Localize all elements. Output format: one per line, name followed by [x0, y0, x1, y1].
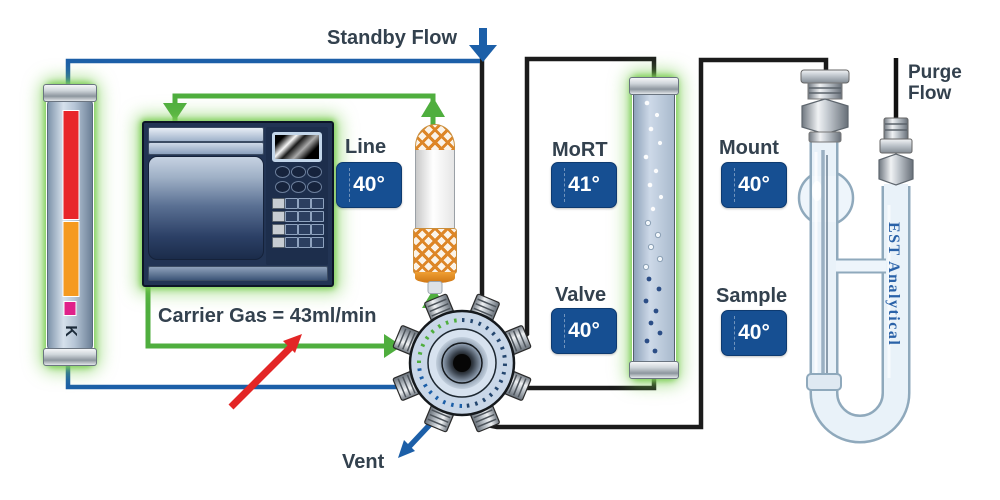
trap-top-mesh — [415, 124, 455, 152]
gc-instrument — [142, 121, 334, 287]
k-trap-pink-band — [63, 301, 77, 316]
trap-orange-cap — [415, 272, 455, 283]
valve-temp-badge: 40° — [551, 308, 617, 354]
valve-dashes-green — [417, 318, 463, 364]
gc-keypad — [266, 198, 328, 248]
gc-top-band — [148, 127, 264, 142]
gc-control-panel — [266, 127, 328, 265]
mount-temp-value: 40° — [738, 173, 770, 196]
mort-temp-label: MoRT — [552, 139, 608, 161]
trap-body — [415, 150, 455, 228]
carrier-gas-label: Carrier Gas = 43ml/min — [158, 305, 377, 327]
k-trap-packing — [62, 110, 80, 318]
analytical-trap — [412, 124, 458, 294]
gc-display-screen — [272, 132, 322, 162]
line-temp-label: Line — [345, 136, 387, 158]
trap-outlet-arrow — [421, 97, 445, 117]
ktrap-to-valve-line — [65, 358, 406, 390]
sparger-glass-joint — [806, 373, 842, 391]
rotary-valve — [391, 292, 533, 434]
valve-to-mount-line — [486, 57, 829, 430]
standby-flow-arrow — [469, 45, 497, 62]
purge-needle-fitting — [878, 58, 914, 186]
mort-temp-value: 41° — [568, 173, 600, 196]
mount-temp-label: Mount — [719, 137, 779, 159]
mort-bottom-cap — [629, 361, 679, 379]
k-trap-top-cap — [43, 84, 97, 102]
glass-sparger: EST Analytical — [797, 140, 911, 444]
line-temp-badge: 40° — [336, 162, 402, 208]
gc-oval-buttons — [266, 166, 328, 193]
k-trap-orange-band — [62, 221, 80, 297]
gc-bottom-band — [148, 266, 328, 281]
mort-body — [633, 90, 675, 365]
vent-arrow — [398, 440, 415, 458]
gc-oven-door — [148, 156, 264, 260]
k-trap-bottom-cap — [43, 348, 97, 366]
gc-inlet-arrow — [163, 103, 187, 121]
mort-bubbler-column — [629, 77, 679, 379]
k-trap-red-band — [62, 110, 80, 220]
k-trap-column: K — [43, 84, 97, 366]
red-pointer-arrow — [228, 334, 302, 410]
purge-flow-label: Purge Flow — [908, 62, 962, 104]
line-temp-value: 40° — [353, 173, 385, 196]
standby-flow-label: Standby Flow — [327, 27, 457, 49]
valve-dashes-blue — [417, 362, 463, 408]
standby-flow-arrow-stem — [479, 28, 487, 46]
valve-temp-label: Valve — [555, 284, 607, 306]
mount-temp-badge: 40° — [721, 162, 787, 208]
trap-bottom-fitting — [427, 281, 443, 294]
sample-temp-value: 40° — [738, 321, 770, 344]
sample-temp-badge: 40° — [721, 310, 787, 356]
gc-top-band2 — [148, 142, 264, 155]
sparger-brand-text: EST Analytical — [885, 222, 902, 346]
k-trap-label: K — [62, 325, 79, 337]
valve-temp-value: 40° — [568, 319, 600, 342]
sample-temp-label: Sample — [716, 285, 788, 307]
sparge-mount-fitting — [800, 69, 850, 143]
mort-temp-badge: 41° — [551, 162, 617, 208]
gc-to-valve-line — [145, 278, 386, 349]
vent-label: Vent — [342, 451, 385, 473]
mort-bubbles — [642, 100, 664, 354]
standby-flow-line — [65, 58, 480, 90]
mort-top-cap — [629, 77, 679, 95]
trap-lower-mesh — [413, 228, 457, 274]
